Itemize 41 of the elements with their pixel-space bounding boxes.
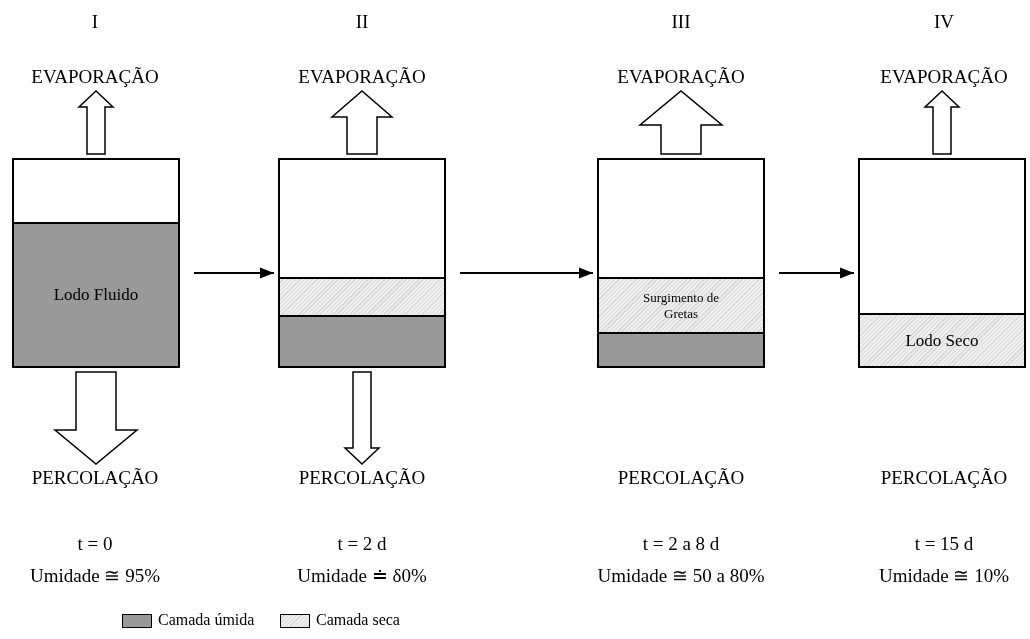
- block-arrow: [330, 90, 394, 155]
- stage-label: PERCOLAÇÃO: [298, 466, 426, 490]
- arrow: [778, 267, 855, 279]
- wet-layer: Lodo Fluido: [14, 222, 178, 366]
- wet-layer: [599, 332, 763, 366]
- dry-layer: Surgimento de Gretas: [599, 277, 763, 332]
- block-arrow: [637, 90, 725, 155]
- stage-number: II: [355, 10, 369, 34]
- stage-label: EVAPORAÇÃO: [298, 65, 426, 89]
- time-label: t = 2 d: [337, 532, 387, 556]
- sludge-bed-box: [278, 158, 446, 368]
- block-arrow: [77, 89, 115, 155]
- dry-layer: [280, 277, 444, 315]
- arrow: [459, 267, 594, 279]
- block-arrow: [923, 89, 961, 155]
- arrow: [193, 267, 275, 279]
- moisture-label: Umidade ≅ 10%: [879, 564, 1009, 588]
- moisture-label: Umidade ≅ 95%: [30, 564, 160, 588]
- legend-text: Camada úmida: [158, 610, 255, 630]
- stage-number: I: [91, 10, 99, 34]
- moisture-label: Umidade ≐ δ0%: [297, 564, 427, 588]
- time-label: t = 0: [77, 532, 113, 556]
- moisture-label: Umidade ≅ 50 a 80%: [597, 564, 765, 588]
- sludge-bed-box: [12, 158, 180, 368]
- stage-label: PERCOLAÇÃO: [31, 466, 159, 490]
- stage-label: PERCOLAÇÃO: [880, 466, 1008, 490]
- stage-number: IV: [933, 10, 955, 34]
- stage-label: PERCOLAÇÃO: [617, 466, 745, 490]
- stage-label: EVAPORAÇÃO: [617, 65, 745, 89]
- block-arrow: [343, 371, 381, 466]
- block-arrow: [52, 371, 140, 465]
- stage-number: III: [671, 10, 691, 34]
- stage-label: EVAPORAÇÃO: [880, 65, 1008, 89]
- sludge-bed-box: [597, 158, 765, 368]
- time-label: t = 15 d: [914, 532, 974, 556]
- wet-layer: [280, 315, 444, 366]
- time-label: t = 2 a 8 d: [642, 532, 720, 556]
- legend-text: Camada seca: [316, 610, 400, 630]
- sludge-bed-box: [858, 158, 1026, 368]
- dry-layer: Lodo Seco: [860, 313, 1024, 366]
- stage-label: EVAPORAÇÃO: [31, 65, 159, 89]
